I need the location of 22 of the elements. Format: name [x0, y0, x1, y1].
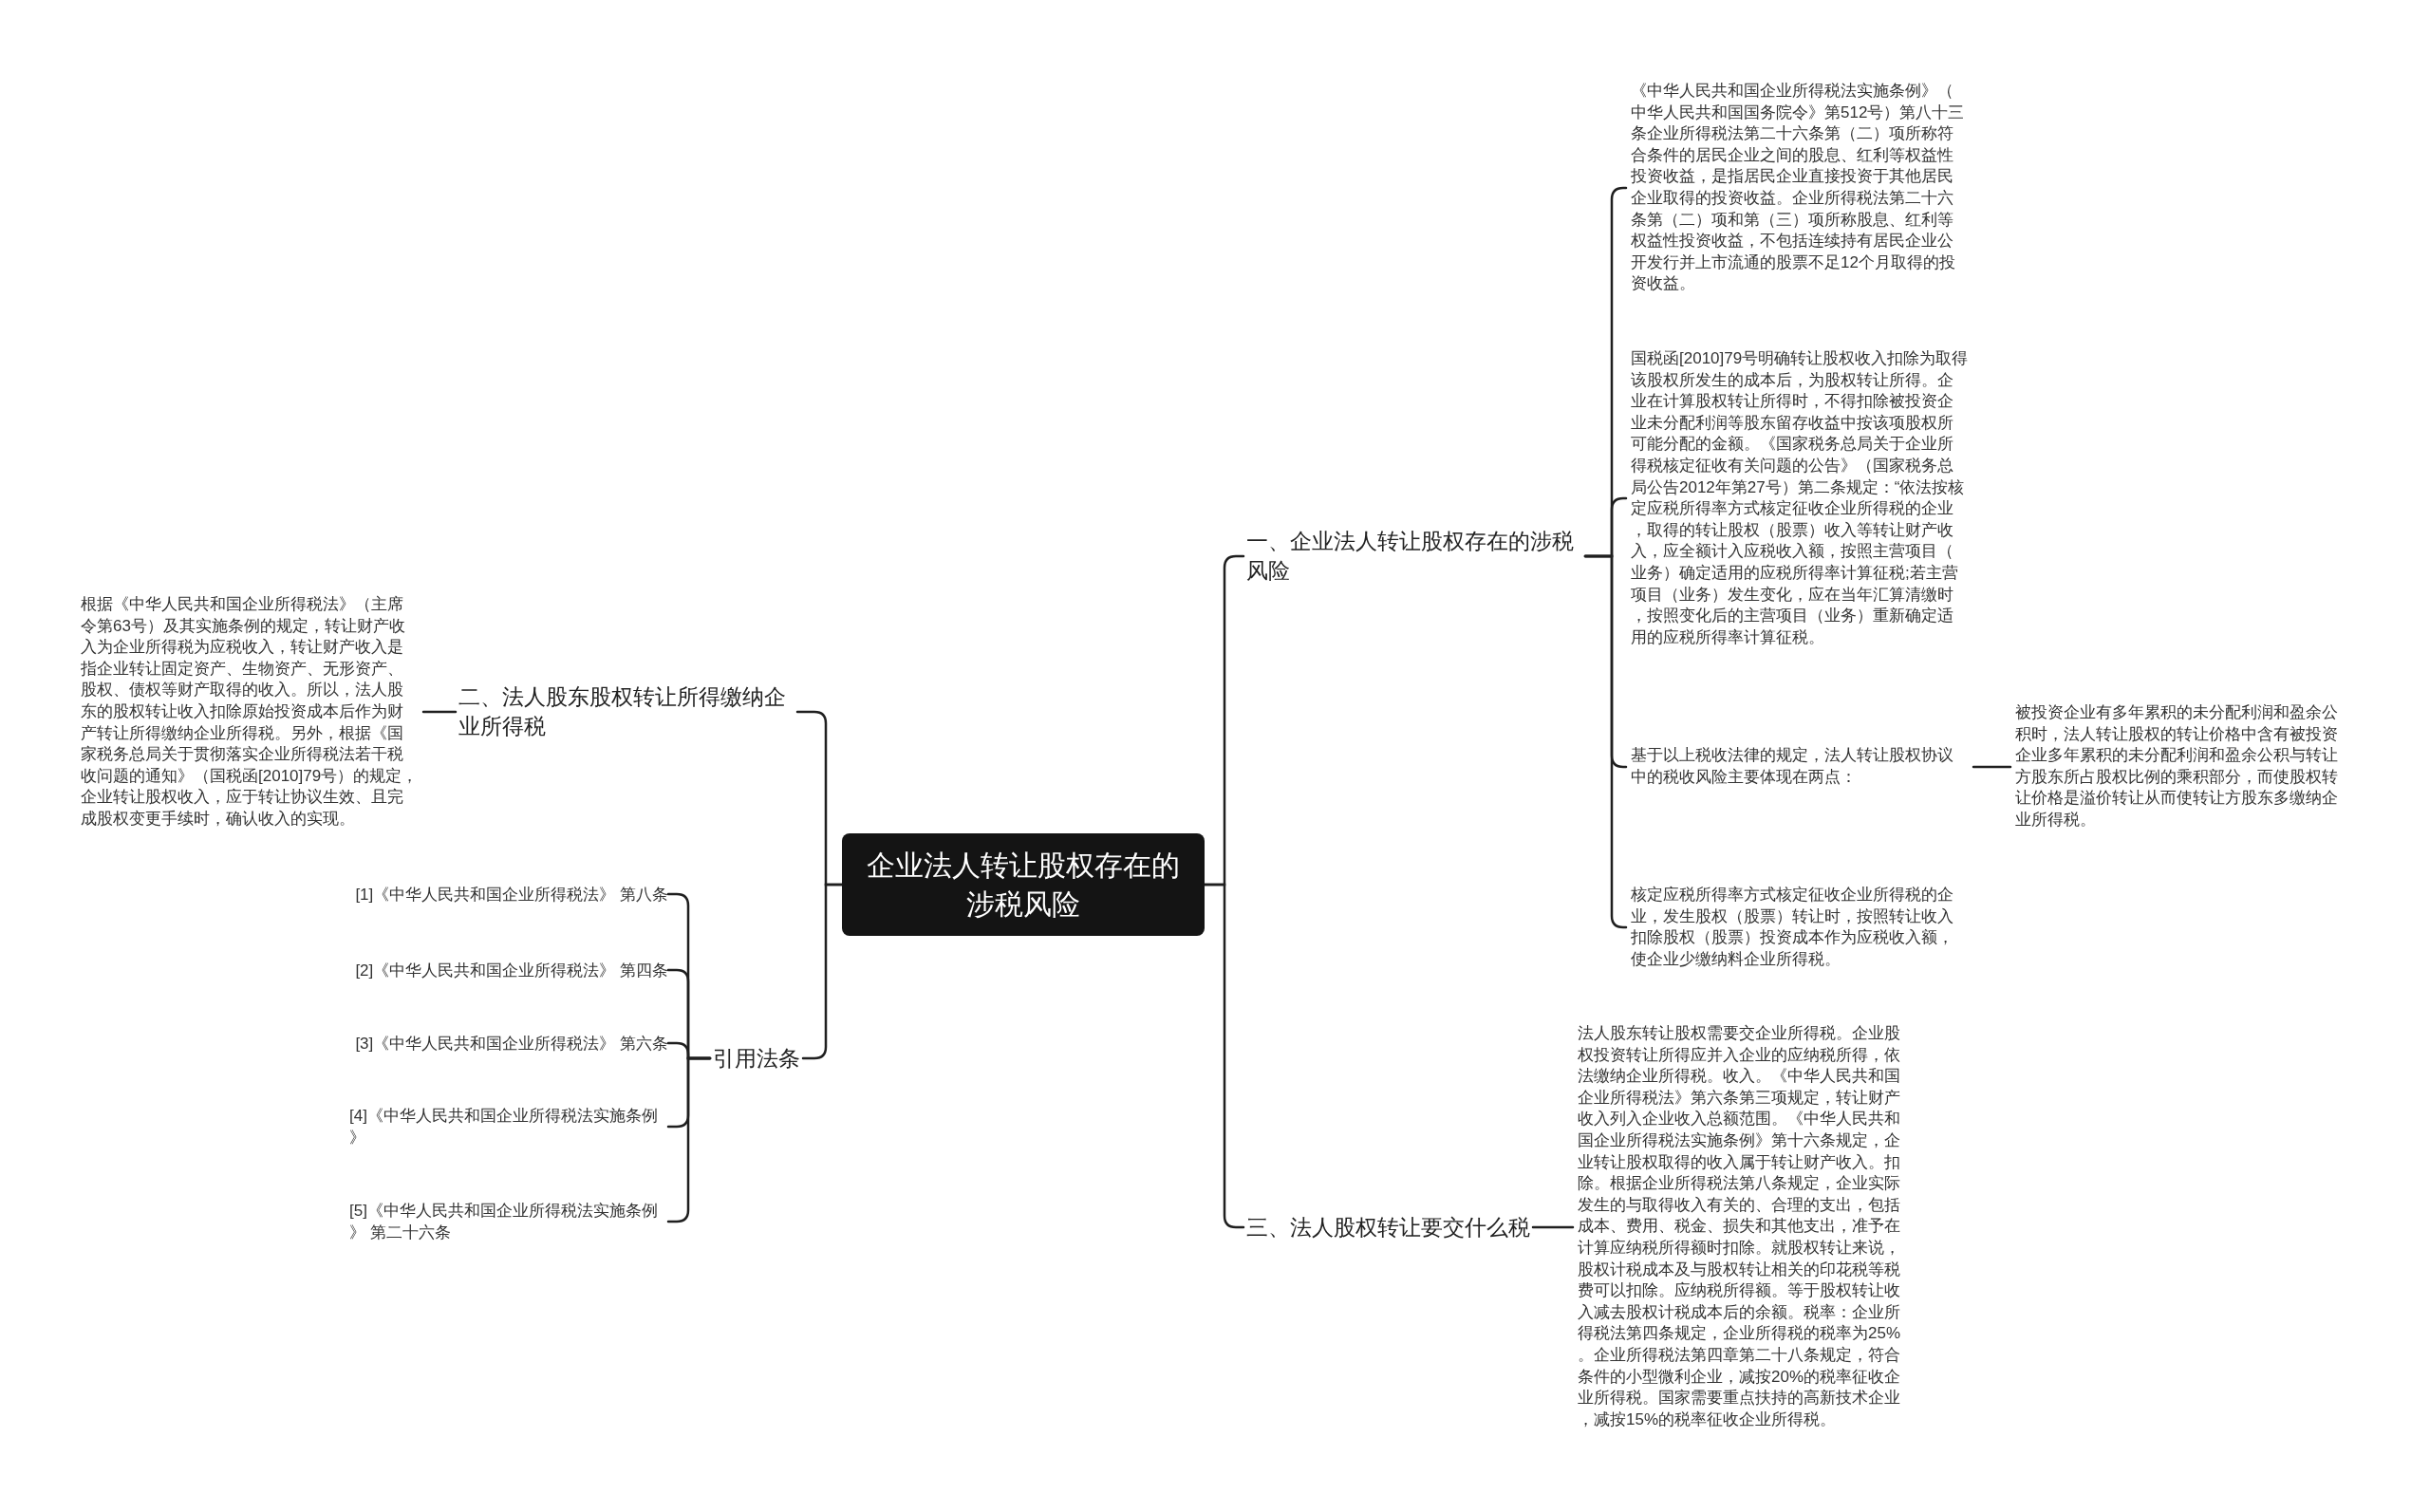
connector-line	[801, 883, 844, 1060]
branch-topic: 二、法人股东股权转让所得缴纳企业所得税	[456, 682, 797, 741]
citation-text: [1]《中华人民共和国企业所得税法》 第八条	[355, 883, 668, 905]
citation-text: [2]《中华人民共和国企业所得税法》 第四条	[355, 959, 668, 981]
connector-line	[421, 710, 458, 714]
detail-text: 《中华人民共和国企业所得税法实施条例》（中华人民共和国国务院令》第512号）第八十三条企业所得税法第二十六条第（二）项所称符合条件的居民企业之间的股息、红利等权益性投资收益，是指居民企业直接投资于其他居民企业取得的投资收益。企业所得税法第二十六条第（二）项和第（三）项所称股息、红利等权益性投资收益，不包括连续持有居民企业公开发行并上市流通的股票不足12个月取得的投资收益。	[1626, 81, 1973, 295]
central-topic-box: 企业法人转让股权存在的涉税风险	[842, 833, 1205, 936]
branch-topic: 引用法条	[710, 1043, 803, 1073]
connector-line	[1531, 1225, 1575, 1229]
detail-text: 法人股东转让股权需要交企业所得税。企业股权投资转让所得应并入企业的应纳税所得，依法缴纳企业所得税。收入。《中华人民共和国企业所得税法》第六条第三项规定，转让财产收入列入企业收入总额范围。《中华人民共和国企业所得税法实施条例》第十六条规定，企业转让股权取得的收入属于转让财产收入。扣除。根据企业所得税法第八条规定，企业实际发生的与取得收入有关的、合理的支出，包括成本、费用、税金、损失和其他支出，准予在计算应纳税所得额时扣除。就股权转让来说，股权计税成本及与股权转让相关的印花税等税费可以扣除。应纳税所得额。等于股权转让收入减去股权计税成本后的余额。税率：企业所得税法第四条规定，企业所得税的税率为25%。企业所得税法第四章第二十八条规定，符合条件的小型微利企业，减按20%的税率征收企业所得税。国家需要重点扶持的高新技术企业，减按15%的税率征收企业所得税。	[1573, 1023, 1920, 1431]
detail-text: 国税函[2010]79号明确转让股权收入扣除为取得该股权所发生的成本后，为股权转让所得。企业在计算股权转让所得时，不得扣除被投资企业未分配利润等股东留存收益中按该项股权所可能分配的金额。《国家税务总局关于企业所得税核定征收有关问题的公告》（国家税务总局公告2012年第27号）第二条规定：“依法按核定应税所得率方式核定征收企业所得税的企业，取得的转让股权（股票）收入等转让财产收入，应全额计入应税收入额，按照主营项目（业务）确定适用的应税所得率计算征税;若主营项目（业务）发生变化，应在当年汇算清缴时，按照变化后的主营项目（业务）重新确定适用的应税所得率计算征税。	[1626, 347, 1973, 649]
branch-topic: 一、企业法人转让股权存在的涉税风险	[1243, 527, 1585, 586]
citation-text: [5]《中华人民共和国企业所得税法实施条例》 第二十六条	[349, 1200, 668, 1243]
connector-line	[1972, 765, 2012, 769]
detail-text: 根据《中华人民共和国企业所得税法》（主席令第63号）及其实施条例的规定，转让财产收入为企业所得税为应税收入，转让财产收入是指企业转让固定资产、生物资产、无形资产、股权、债权等财产取得的收入。所以，法人股东的股权转让收入扣除原始投资成本后作为财产转让所得缴纳企业所得税。另外，根据《国家税务总局关于贯彻落实企业所得税法若干税收问题的通知》（国税函[2010]79号）的规定，企业转让股权收入，应于转让协议生效、且完成股权变更手续时，确认收入的实现。	[76, 593, 423, 831]
citation-text: [3]《中华人民共和国企业所得税法》 第六条	[355, 1032, 668, 1055]
citation-text: [4]《中华人民共和国企业所得税法实施条例》	[349, 1105, 668, 1148]
detail-text: 核定应税所得率方式核定征收企业所得税的企业，发生股权（股票）转让时，按照转让收入扣除股权（股票）投资成本作为应税收入额，使企业少缴纳料企业所得税。	[1626, 884, 1973, 971]
connector-line	[1203, 883, 1245, 1229]
detail-text: 被投资企业有多年累积的未分配利润和盈余公积时，法人转让股权的转让价格中含有被投资企业多年累积的未分配利润和盈余公积与转让方股东所占股权比例的乘积部分，而使股权转让价格是溢价转让从而使转让方股东多缴纳企业所得税。	[2010, 702, 2358, 831]
detail-text: 基于以上税收法律的规定，法人转让股权协议中的税收风险主要体现在两点：	[1626, 745, 1973, 789]
branch-topic: 三、法人股权转让要交什么税	[1243, 1212, 1533, 1242]
